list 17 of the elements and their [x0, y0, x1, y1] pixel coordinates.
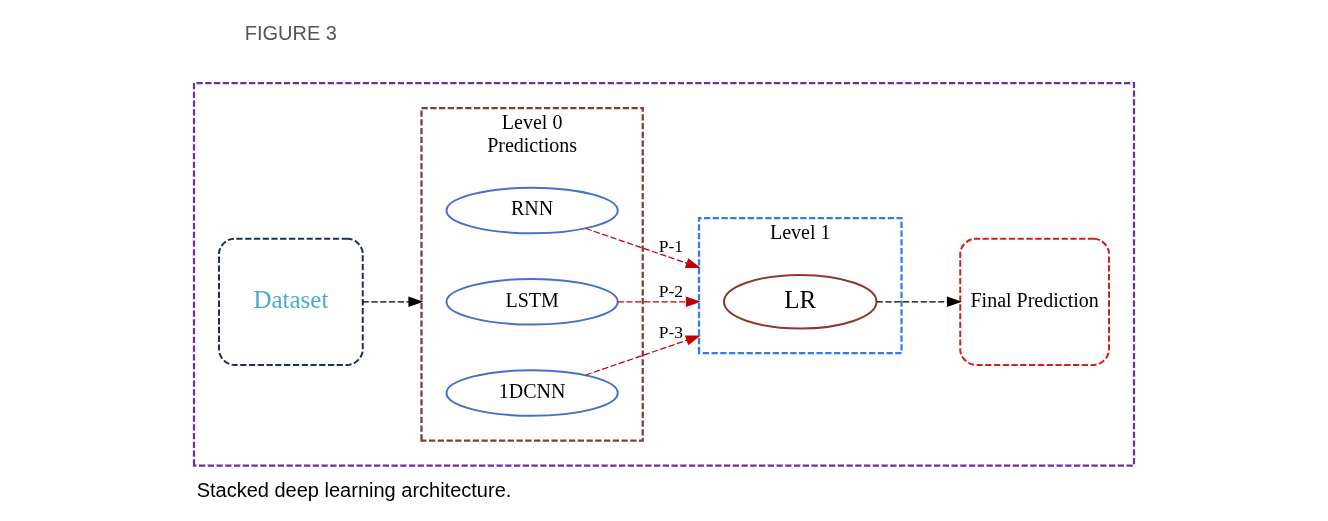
node-ellipse: 1DCNN — [445, 369, 619, 417]
edge-label: P-2 — [658, 281, 684, 301]
arrow — [617, 296, 701, 307]
node-box: Final Prediction — [959, 237, 1110, 366]
node-ellipse: RNN — [445, 186, 619, 235]
caption: Stacked deep learning architecture. — [196, 478, 512, 501]
arrow — [585, 227, 701, 269]
arrow — [585, 335, 701, 376]
label: FIGURE 3 — [244, 22, 337, 45]
node-ellipse: LSTM — [445, 277, 619, 326]
edge-label: P-1 — [658, 236, 684, 256]
edge-label: P-3 — [658, 322, 684, 343]
arrow — [876, 296, 962, 307]
node-box: Dataset — [218, 237, 364, 366]
node-ellipse: LR — [723, 273, 878, 330]
cluster — [192, 81, 1136, 467]
arrow — [362, 296, 424, 307]
